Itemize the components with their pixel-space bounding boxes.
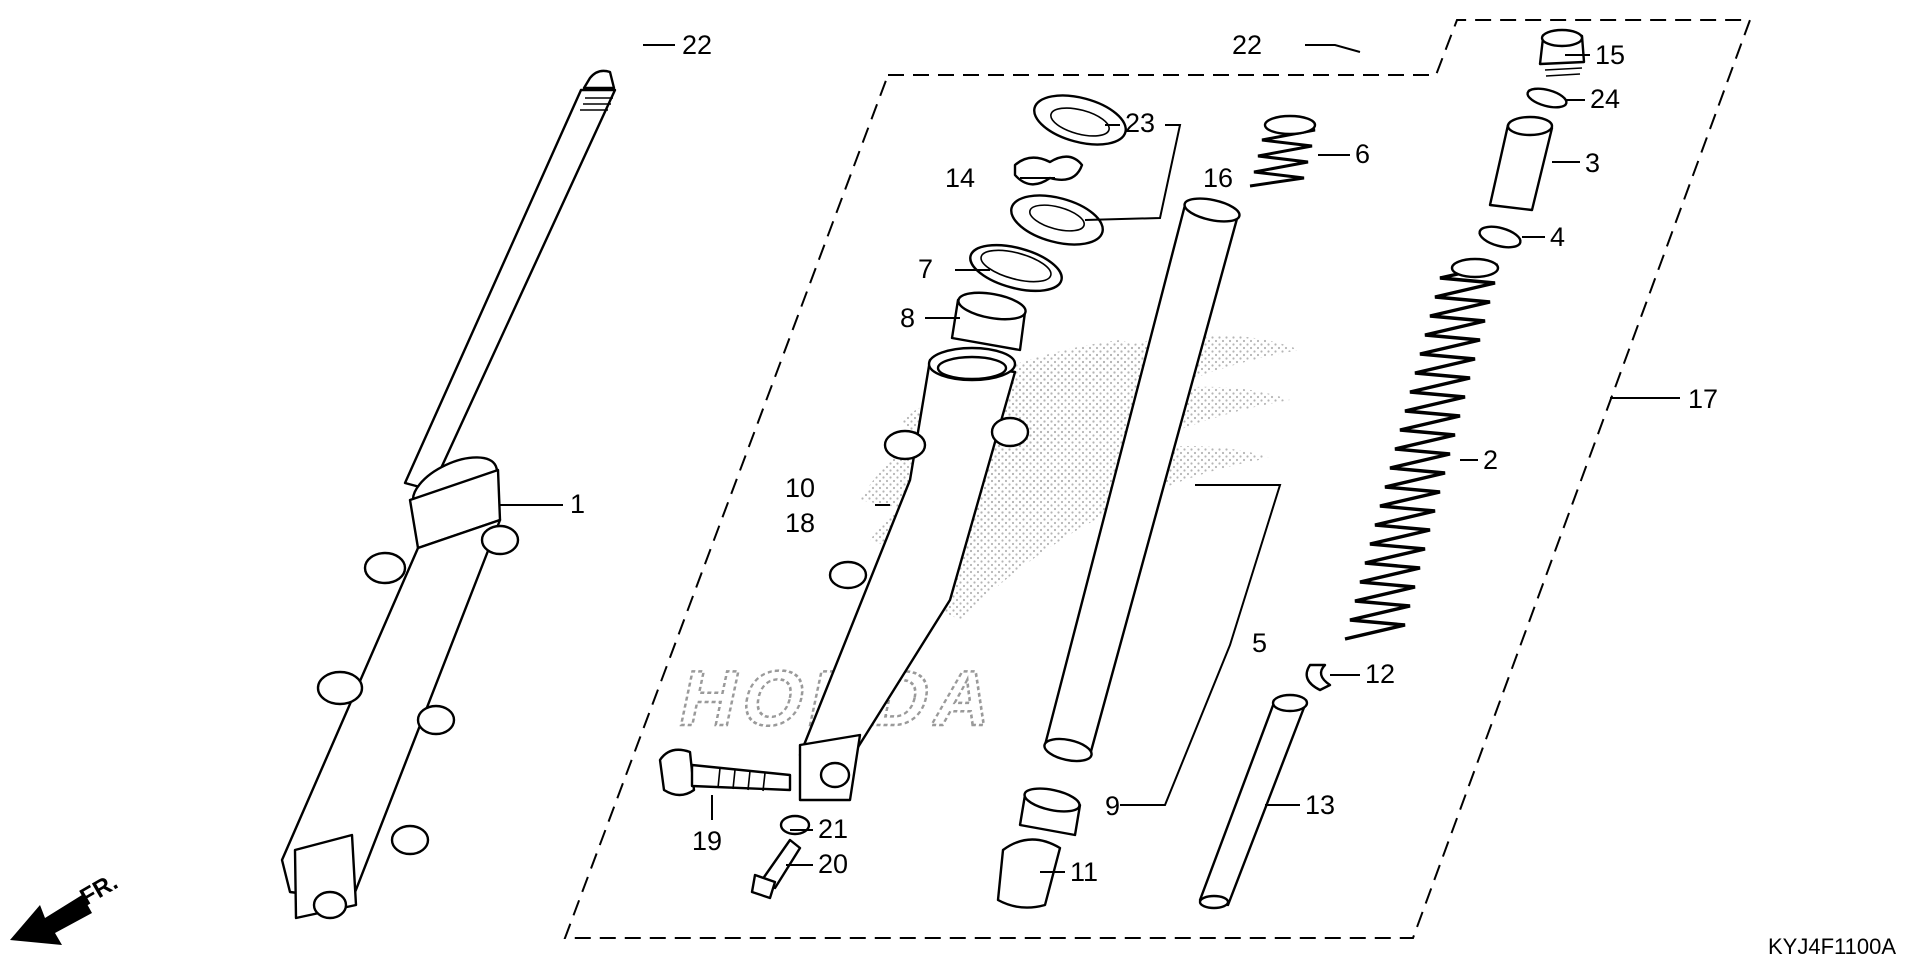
drawing-code: KYJ4F1100A [1768, 934, 1896, 959]
inner-tube [996, 197, 1241, 909]
callout-15: 15 [1595, 40, 1625, 70]
callout-14: 14 [945, 163, 975, 193]
callout-labels: 22 1 22 23 14 16 7 8 6 15 24 3 4 17 2 10… [570, 30, 1718, 887]
callout-13: 13 [1305, 790, 1335, 820]
callout-3: 3 [1585, 148, 1600, 178]
spring-short [1249, 114, 1317, 188]
fork-slider [798, 346, 1030, 802]
callout-20: 20 [818, 849, 848, 879]
callout-12: 12 [1365, 659, 1395, 689]
callout-22-right: 22 [1232, 30, 1262, 60]
callout-23: 23 [1125, 108, 1155, 138]
fork-leg-assembly-left [280, 69, 617, 920]
front-arrow-icon [10, 895, 92, 945]
callout-1: 1 [570, 489, 585, 519]
seal-stack [950, 94, 1127, 352]
callout-22-left: 22 [682, 30, 712, 60]
callout-9: 9 [1105, 791, 1120, 821]
callout-11: 11 [1070, 857, 1098, 887]
callout-5: 5 [1252, 628, 1267, 658]
callout-24: 24 [1590, 84, 1620, 114]
callout-18: 18 [785, 508, 815, 538]
callout-10: 10 [785, 473, 815, 503]
callout-4: 4 [1550, 222, 1565, 252]
fork-cap-parts [1478, 28, 1586, 249]
spring-long [1344, 257, 1500, 641]
callout-17: 17 [1688, 384, 1718, 414]
hardware-bolts [658, 748, 811, 900]
damper-rod [1198, 663, 1332, 910]
leader-lines [500, 44, 1680, 873]
callout-2: 2 [1483, 445, 1498, 475]
assembly-boundary [563, 19, 1752, 939]
callout-16: 16 [1203, 163, 1233, 193]
callout-8: 8 [900, 303, 915, 333]
front-direction-indicator: FR. [10, 868, 122, 945]
callout-21: 21 [818, 814, 848, 844]
callout-19: 19 [692, 826, 722, 856]
callout-7: 7 [918, 254, 933, 284]
callout-6: 6 [1355, 139, 1370, 169]
